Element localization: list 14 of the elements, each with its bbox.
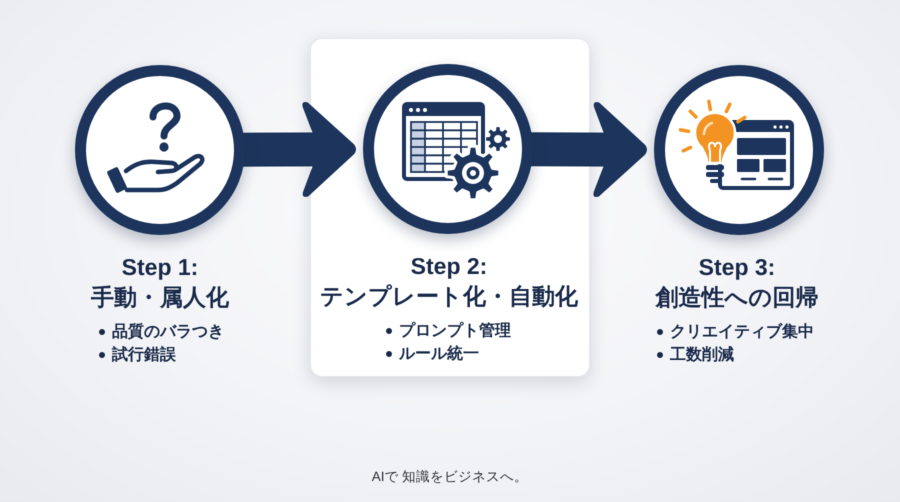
step-title: 創造性への回帰: [656, 284, 818, 312]
bullet-text: 品質のバラつき: [112, 322, 224, 342]
bullet-text: プロンプト管理: [399, 321, 511, 341]
bullet-text: ルール統一: [399, 344, 479, 364]
bullet-text: クリエイティブ集中: [670, 322, 814, 342]
tagline: AIで 知識をビジネスへ。: [372, 468, 528, 486]
bullet-text: 工数削減: [670, 345, 734, 365]
step-heading: Step 2:: [410, 253, 488, 281]
step-title: テンプレート化・自動化: [320, 283, 578, 311]
bullet-text: 試行錯誤: [112, 345, 176, 365]
step-title: 手動・属人化: [91, 284, 229, 312]
step-heading: Step 1:: [122, 254, 198, 282]
highlight-card: [310, 38, 590, 377]
step-heading: Step 3:: [698, 254, 776, 282]
